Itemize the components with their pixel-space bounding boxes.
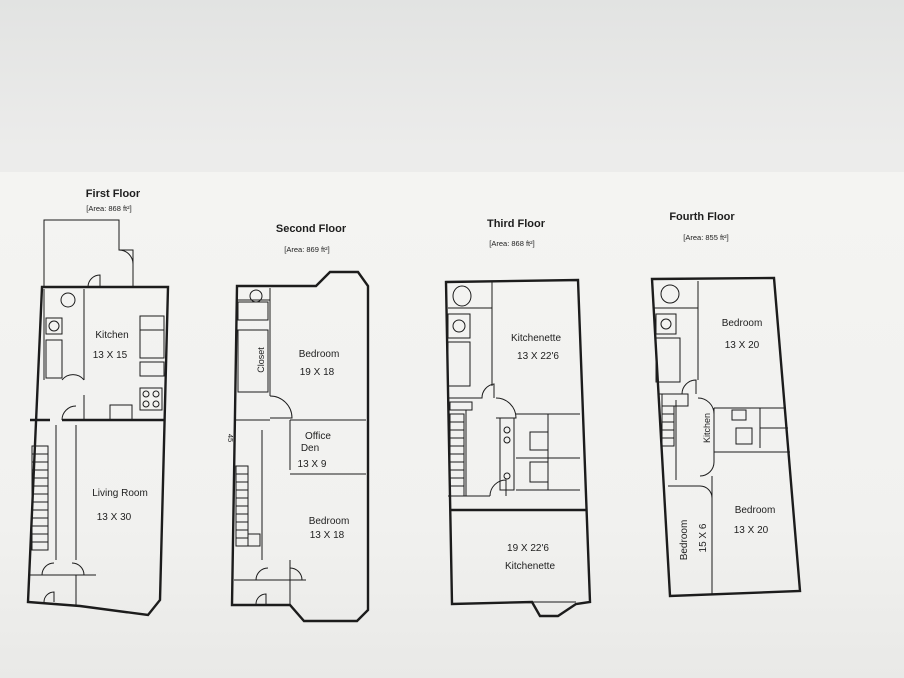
- second-floor-marker: 45: [226, 434, 235, 442]
- counter-icon: [139, 315, 165, 331]
- fourth-floor-kitchen-label: Kitchen: [702, 413, 712, 443]
- sink-icon: [447, 313, 471, 339]
- fourth-floor-bedroom2-label: Bedroom: [735, 505, 776, 516]
- third-floor-kitchenette-label: Kitchenette: [511, 333, 561, 344]
- second-floor-bedroom-label: Bedroom: [299, 349, 340, 360]
- second-floor-bedroom2-dims: 13 X 18: [310, 530, 345, 541]
- stair-icon: [661, 405, 675, 447]
- second-floor-title: Second Floor: [276, 223, 347, 235]
- toilet-icon: [452, 285, 472, 307]
- first-floor-title: First Floor: [86, 188, 141, 200]
- second-floor-bedroom2-label: Bedroom: [309, 516, 350, 527]
- second-floor-outer-wall: [230, 270, 370, 623]
- stair-icon: [31, 445, 49, 551]
- bathtub-icon: [655, 337, 681, 383]
- first-floor-rear-door: [87, 274, 101, 288]
- toilet-icon: [60, 292, 76, 308]
- bathtub-icon: [447, 341, 471, 387]
- sink-icon: [655, 313, 677, 335]
- second-floor-plan: Second Floor [Area: 869 ft²] Closet Bedr…: [226, 223, 370, 623]
- fourth-floor-outer-wall: [650, 276, 802, 598]
- fourth-floor-plan: Fourth Floor [Area: 855 ft²] Bedroom 13 …: [650, 211, 802, 598]
- first-floor-annex: [43, 219, 134, 287]
- third-floor-kitchenette2-dims: 19 X 22'6: [507, 543, 549, 554]
- third-floor-title: Third Floor: [487, 218, 546, 230]
- closet-box: [237, 329, 269, 393]
- sink-icon: [45, 317, 63, 335]
- third-floor-kitchenette2-label: Kitchenette: [505, 561, 555, 572]
- fourth-floor-bedroom-dims: 13 X 20: [725, 340, 760, 351]
- first-floor-kitchen-dims: 13 X 15: [93, 350, 128, 361]
- fourth-floor-area: [Area: 855 ft²]: [683, 233, 728, 242]
- third-floor-area: [Area: 868 ft²]: [489, 239, 534, 248]
- first-floor-living-room-dims: 13 X 30: [97, 512, 132, 523]
- table-icon: [109, 404, 133, 421]
- third-floor-kitchenette-dims: 13 X 22'6: [517, 351, 559, 362]
- first-floor-outer-wall: [26, 285, 170, 617]
- third-floor-outer-wall: [444, 278, 592, 618]
- second-floor-den-label: Den: [301, 443, 319, 454]
- second-floor-bedroom-dims: 19 X 18: [300, 367, 335, 378]
- second-floor-office-label: Office: [305, 431, 331, 442]
- second-floor-office-dims: 13 X 9: [298, 459, 327, 470]
- first-floor-plan: First Floor [Area: 868 ft²]: [26, 188, 170, 617]
- fourth-floor-title: Fourth Floor: [669, 211, 735, 223]
- stair-icon: [449, 413, 465, 497]
- toilet-icon: [660, 284, 680, 304]
- first-floor-kitchen-label: Kitchen: [95, 330, 128, 341]
- bathtub-icon: [45, 339, 63, 379]
- fourth-floor-bedroom3-dims: 15 X 6: [698, 523, 709, 552]
- fourth-floor-bedroom2-dims: 13 X 20: [734, 525, 769, 536]
- second-floor-area: [Area: 869 ft²]: [284, 245, 329, 254]
- counter-icon: [499, 417, 515, 491]
- fourth-floor-bedroom-label: Bedroom: [722, 318, 763, 329]
- stove-icon: [139, 387, 163, 411]
- second-floor-closet-label: Closet: [256, 347, 266, 373]
- first-floor-annex-door: [118, 249, 134, 265]
- first-floor-living-room-label: Living Room: [92, 488, 148, 499]
- third-floor-plan: Third Floor [Area: 868 ft²]: [444, 218, 592, 618]
- first-floor-area: [Area: 868 ft²]: [86, 204, 131, 213]
- fourth-floor-bedroom3-label: Bedroom: [679, 520, 690, 561]
- sink-icon: [237, 301, 269, 321]
